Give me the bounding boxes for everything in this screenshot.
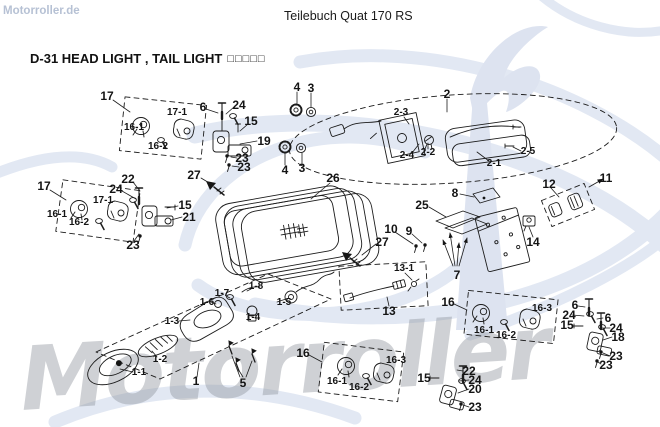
nut-washer-mid [278, 140, 307, 154]
socket-box-left [55, 179, 141, 243]
tail-bulb [424, 135, 434, 150]
section-heading-text: D-31 HEAD LIGHT , TAIL LIGHT [30, 51, 223, 66]
mount-plate-25 [435, 210, 488, 235]
bracket-18 [573, 297, 613, 368]
arrow-11 [588, 178, 604, 188]
part-1-6 [214, 300, 222, 308]
part-1-3 [179, 296, 234, 342]
page-title: Teilebuch Quat 170 RS [284, 9, 413, 23]
part-1-8 [241, 286, 261, 293]
headlight-assembly-box [87, 271, 335, 386]
socket-box-bottom-right [463, 289, 559, 345]
part-1-4 [246, 305, 258, 322]
part-1-1 [87, 348, 139, 386]
watermark-site-text: Motorroller.de [3, 5, 80, 17]
tail-bracket-plate [369, 112, 432, 164]
socket-box-bottom-middle [317, 341, 405, 403]
screws-9-10 [413, 242, 428, 253]
screws-5 [225, 339, 258, 372]
cable-box-13 [338, 261, 429, 311]
bracket-19 [212, 101, 252, 172]
plate-bracket-7 [474, 207, 531, 273]
socket-box-top-left [118, 96, 208, 160]
tail-connector [329, 120, 382, 137]
clip-14 [522, 215, 536, 232]
section-heading: D-31 HEAD LIGHT , TAIL LIGHT □□□□□ [30, 51, 266, 66]
bracket-21 [128, 186, 176, 243]
tail-screws [504, 124, 522, 149]
plate-8 [472, 187, 501, 204]
clip-13-1 [407, 278, 420, 292]
bracket-20 [429, 364, 468, 411]
nut-washer-top [289, 103, 317, 118]
rubber-box-12 [540, 182, 596, 228]
leader-lines [49, 91, 613, 408]
section-heading-tofu: □□□□□ [227, 53, 266, 65]
tail-light-assembly [288, 93, 618, 185]
screw-27-a [205, 180, 225, 196]
part-1-5 [284, 271, 335, 304]
headlight-lens [215, 185, 380, 283]
part-1-2 [137, 334, 179, 358]
